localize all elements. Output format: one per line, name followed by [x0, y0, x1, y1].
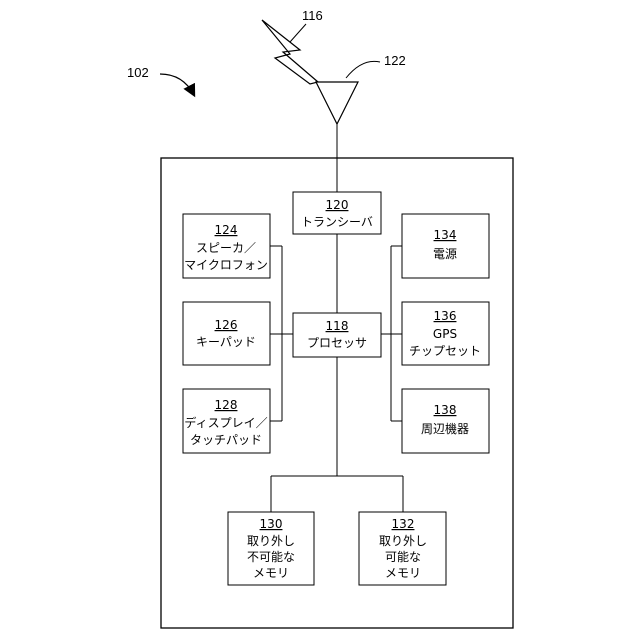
non-removable-line2: 不可能な	[247, 550, 295, 564]
antenna-icon	[316, 82, 358, 124]
display-label-line2: タッチパッド	[190, 433, 262, 447]
peripherals-label: 周辺機器	[421, 421, 469, 436]
gps-label-line1: GPS	[433, 327, 457, 341]
processor-label: プロセッサ	[307, 336, 367, 350]
keypad-block: 126 キーパッド	[183, 302, 270, 365]
keypad-number: 126	[215, 318, 238, 332]
power-label: 電源	[433, 247, 457, 261]
speaker-number: 124	[215, 223, 238, 237]
transceiver-label: トランシーバ	[301, 215, 373, 229]
non-removable-line1: 取り外し	[247, 534, 295, 548]
signal-ref-label: 116	[302, 8, 323, 23]
display-number: 128	[215, 398, 238, 412]
antenna-ref-leader	[346, 61, 380, 78]
removable-line2: 可能な	[385, 550, 421, 564]
keypad-label: キーパッド	[196, 335, 256, 349]
peripherals-block: 138 周辺機器	[402, 389, 489, 453]
removable-number: 132	[392, 517, 415, 531]
power-block: 134 電源	[402, 214, 489, 278]
device-ref-arrow	[160, 74, 194, 95]
transceiver-number: 120	[326, 198, 349, 212]
power-number: 134	[434, 228, 457, 242]
gps-chipset-block: 136 GPS チップセット	[402, 302, 489, 365]
processor-number: 118	[326, 319, 349, 333]
removable-line3: メモリ	[385, 566, 421, 580]
gps-label-line2: チップセット	[409, 344, 481, 358]
signal-ref-leader	[290, 24, 306, 42]
non-removable-line3: メモリ	[253, 566, 289, 580]
speaker-label-line1: スピーカ／	[196, 241, 256, 255]
gps-number: 136	[434, 309, 457, 323]
processor-block: 118 プロセッサ	[293, 313, 381, 357]
speaker-label-line2: マイクロフォン	[184, 258, 268, 272]
connections	[270, 234, 403, 512]
removable-memory-block: 132 取り外し 可能な メモリ	[359, 512, 446, 585]
signal-bolt-icon	[262, 20, 318, 84]
non-removable-number: 130	[260, 517, 283, 531]
antenna-ref-label: 122	[384, 53, 406, 68]
device-ref-label: 102	[127, 65, 149, 80]
transceiver-block: 120 トランシーバ	[293, 192, 381, 234]
non-removable-memory-block: 130 取り外し 不可能な メモリ	[228, 512, 314, 585]
removable-line1: 取り外し	[379, 534, 427, 548]
display-label-line1: ディスプレイ／	[184, 415, 267, 430]
display-touchpad-block: 128 ディスプレイ／ タッチパッド	[183, 389, 270, 453]
speaker-microphone-block: 124 スピーカ／ マイクロフォン	[183, 214, 270, 278]
peripherals-number: 138	[434, 403, 457, 417]
